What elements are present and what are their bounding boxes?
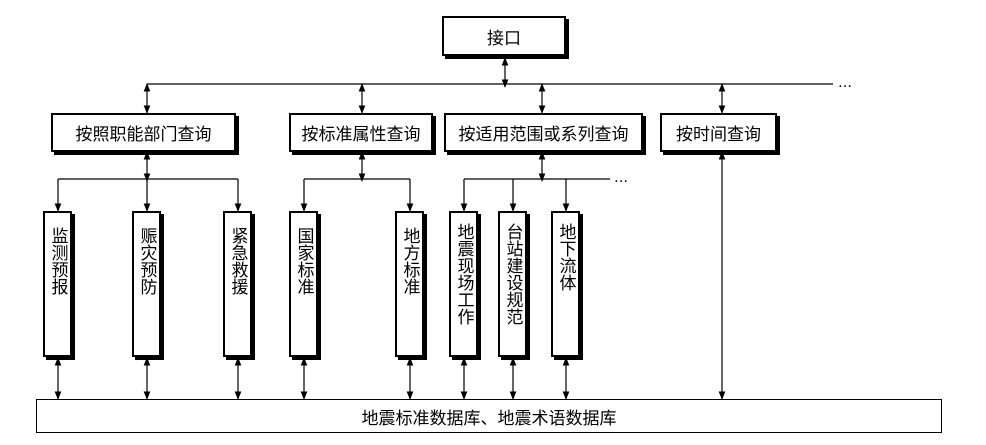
field-work-box: 地震现场工作 xyxy=(449,211,478,357)
database-box: 地震标准数据库、地震术语数据库 xyxy=(36,399,942,433)
emergency-rescue-box: 紧急救援 xyxy=(223,211,252,357)
scope-bus-ellipsis: … xyxy=(614,170,629,186)
query-scope-box: 按适用范围或系列查询 xyxy=(444,113,643,152)
database-label: 地震标准数据库、地震术语数据库 xyxy=(361,408,617,429)
national-standard-label: 国家标准 xyxy=(293,227,314,295)
query-attribute-label: 按标准属性查询 xyxy=(301,125,421,145)
local-standard-label: 地方标准 xyxy=(399,227,420,295)
query-department-box: 按照职能部门查询 xyxy=(51,113,236,152)
query-attribute-box: 按标准属性查询 xyxy=(289,113,433,152)
field-work-label: 地震现场工作 xyxy=(453,223,474,325)
monitoring-forecast-box: 监测预报 xyxy=(43,211,72,357)
underground-fluid-box: 地下流体 xyxy=(551,211,580,357)
station-construction-label: 台站建设规范 xyxy=(502,223,523,325)
interface-box: 接口 xyxy=(442,16,566,56)
local-standard-box: 地方标准 xyxy=(395,211,424,357)
query-department-label: 按照职能部门查询 xyxy=(75,125,212,145)
underground-fluid-label: 地下流体 xyxy=(555,223,576,291)
query-scope-label: 按适用范围或系列查询 xyxy=(458,125,629,145)
relief-prevention-label: 赈灾预防 xyxy=(136,227,157,295)
relief-prevention-box: 赈灾预防 xyxy=(132,211,161,357)
interface-label: 接口 xyxy=(487,28,521,49)
top-bus-ellipsis: … xyxy=(838,75,853,91)
query-time-box: 按时间查询 xyxy=(660,113,777,152)
monitoring-forecast-label: 监测预报 xyxy=(47,227,68,295)
query-time-label: 按时间查询 xyxy=(676,125,761,145)
national-standard-box: 国家标准 xyxy=(289,211,318,357)
emergency-rescue-label: 紧急救援 xyxy=(227,227,248,295)
station-construction-box: 台站建设规范 xyxy=(498,211,527,357)
